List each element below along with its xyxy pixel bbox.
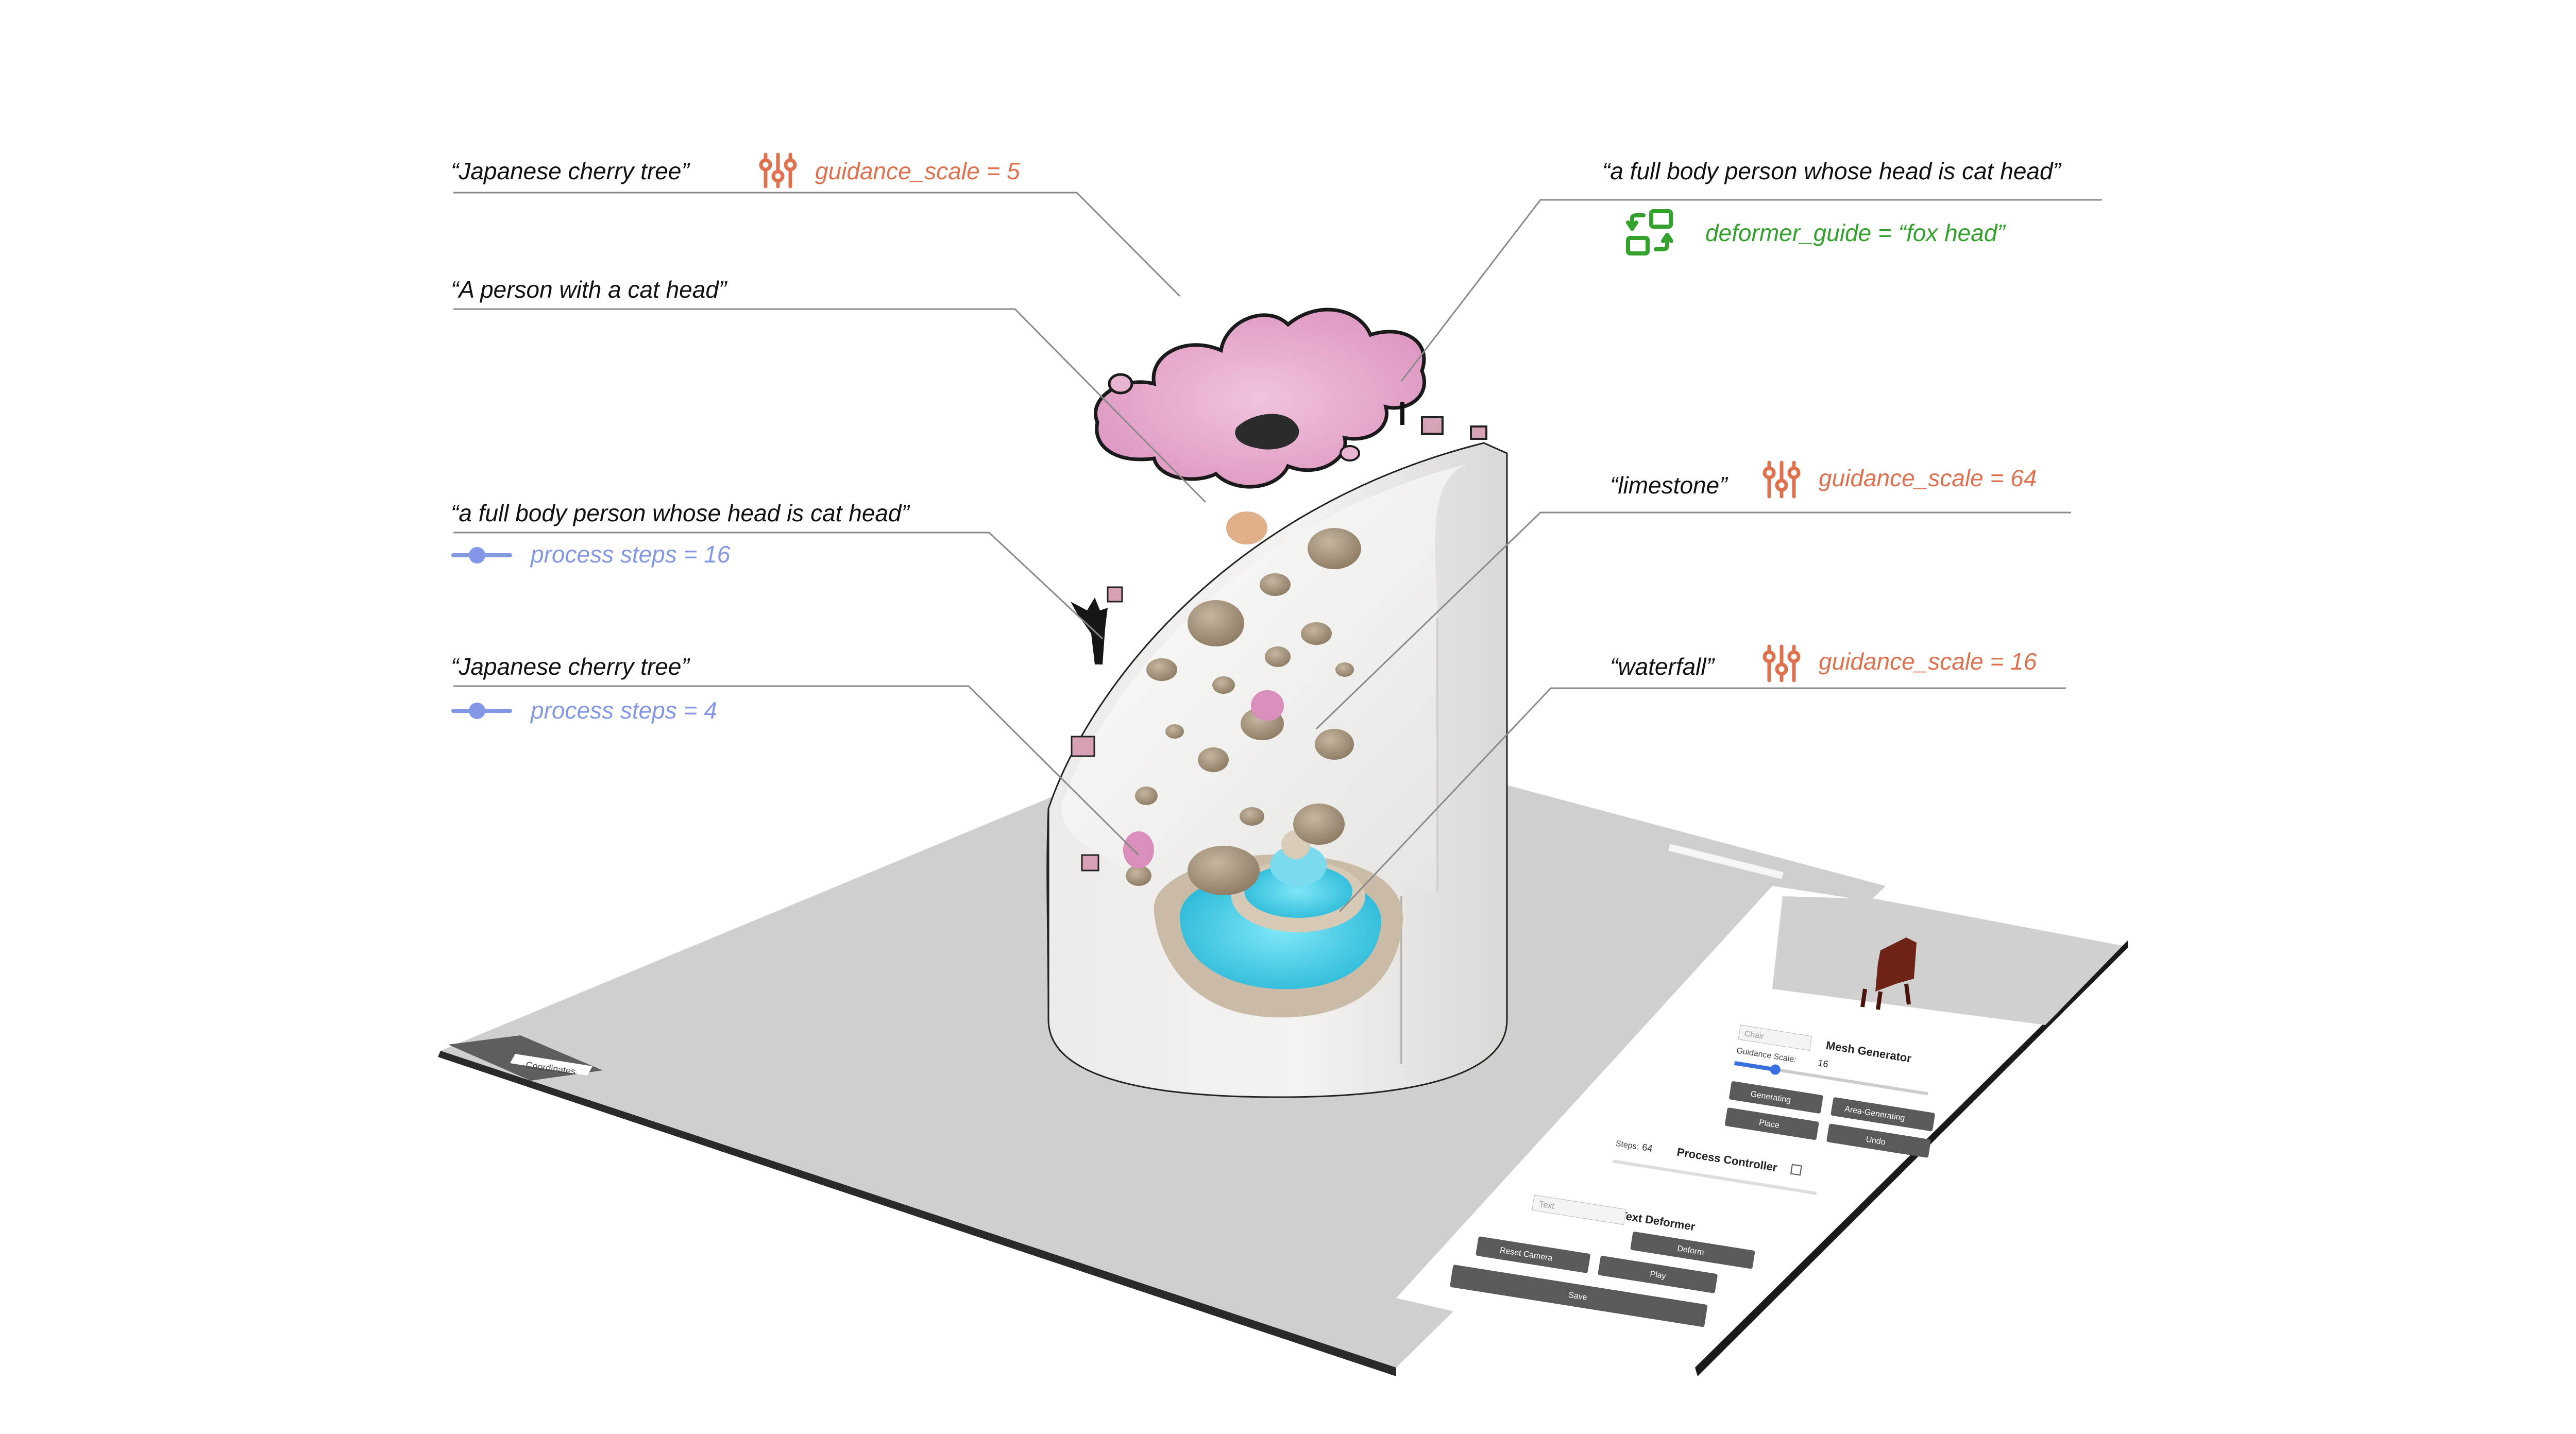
mesh-prompt-placeholder: Chair [1744,1029,1765,1041]
play-button[interactable] [1598,1256,1718,1294]
guidance-scale-value: 16 [1817,1057,1829,1069]
fullbody-right-param: deformer_guide = “fox head” [1705,219,2006,246]
play-label: Play [1649,1270,1666,1281]
sliders-icon [759,152,797,189]
save-button[interactable] [1450,1265,1708,1327]
waterfall-prompt: “waterfall” [1610,653,1716,680]
waterfall-param: guidance_scale = 16 [1819,648,2037,675]
area-generating-button[interactable] [1831,1097,1935,1132]
steps-slider[interactable] [1613,1159,1817,1195]
undo-label: Undo [1865,1135,1886,1147]
slider-icon [451,703,512,719]
small-cherry-trees [1071,586,1284,872]
process-controller-checkbox[interactable] [1790,1164,1802,1176]
save-label: Save [1568,1291,1588,1303]
control-panel: Mesh Generator Chair Guidance Scale: 16 … [1396,886,2128,1376]
annotation-labels: “Japanese cherry tree” guidance_scale = … [451,158,2062,724]
cherry-top-param: guidance_scale = 5 [815,158,1020,184]
steps-label: Steps: [1615,1139,1639,1152]
chair-icon [1860,937,1917,1010]
mesh-generator-section: Mesh Generator Chair Guidance Scale: 16 … [1724,1025,1935,1158]
fountain-model [1154,830,1403,1018]
limestone-param: guidance_scale = 64 [1819,465,2037,491]
fullbody-right-prompt: “a full body person whose head is cat he… [1602,158,2062,184]
slider-icon [451,547,512,564]
generating-button[interactable] [1729,1081,1823,1114]
cherry-top-prompt: “Japanese cherry tree” [451,158,690,184]
deform-button[interactable] [1630,1232,1755,1269]
deform-text-placeholder: Text [1538,1200,1555,1211]
place-button[interactable] [1724,1107,1819,1140]
sliders-icon [1762,644,1801,682]
sliders-icon [1762,460,1801,499]
cherry-low-param: process steps = 4 [530,697,717,724]
leader-lines [453,192,2102,913]
deform-text-input[interactable] [1532,1194,1626,1225]
steps-value: 64 [1641,1142,1653,1154]
coordinates-widget[interactable]: Coordinates [448,1035,603,1081]
cherry-tree-model [1094,308,1487,544]
person-cat-prompt: “A person with a cat head” [451,276,728,303]
cherry-low-prompt: “Japanese cherry tree” [451,653,690,680]
place-label: Place [1758,1118,1780,1130]
undo-button[interactable] [1826,1123,1931,1158]
refresh-frame-icon [1626,209,1673,255]
fullbody-left-param: process steps = 16 [530,541,731,568]
bottom-buttons: Reset Camera Play Save [1450,1236,1718,1327]
reset-camera-button[interactable] [1476,1236,1590,1273]
limestone-prompt: “limestone” [1610,472,1728,499]
fullbody-left-prompt: “a full body person whose head is cat he… [451,500,911,526]
chair-preview [1772,896,2123,1025]
guidance-slider-handle[interactable] [1769,1064,1781,1076]
mesh-prompt-input[interactable] [1738,1025,1812,1051]
person-figure [1071,598,1108,664]
